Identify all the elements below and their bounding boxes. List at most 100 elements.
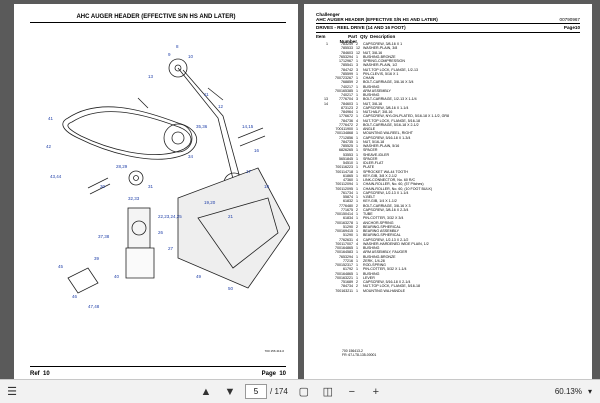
cell-qty: 1 [356,76,358,80]
cell-part: 761734 [341,190,353,195]
zoom-out-icon[interactable]: − [348,385,356,398]
svg-text:30: 30 [100,184,106,189]
cell-part: 54510 [343,161,353,165]
cell-part: 785599 [341,71,353,76]
cell-part: 51290 [343,233,353,238]
cell-part: 7776704 [339,97,353,102]
document-number: 00790967 [559,17,580,23]
cell-qty: 1 [356,161,358,165]
cell-desc: PIN-COTTER, 3/32 X 3/4 [363,216,404,221]
cell-qty: 1 [356,88,358,93]
cell-desc: NUT-TOP LOCK, FLANGE, 1/2-13 [363,67,418,72]
cell-desc: SHEAVE-IDLER [363,152,390,157]
chevron-down-icon[interactable]: ▾ [587,387,592,396]
cell-desc: BUSHING-BRONZE [363,254,396,259]
page-number-input[interactable]: 5 [245,384,267,399]
cell-part: 784734 [341,284,353,289]
cell-desc: NUT-HALF, 3/8-16 [363,110,393,114]
cell-qty: 2 [356,203,358,208]
page-reference: Page10 [563,25,580,31]
cell-qty: 1 [356,59,358,63]
column-headers: Item Part Number Qty Description [316,33,396,44]
cell-qty: 1 [356,246,358,250]
svg-text:18: 18 [264,184,270,189]
cell-part: 700164865 [335,271,353,276]
prev-page-icon[interactable]: ▼ [224,385,236,398]
cell-part: 55874 [343,195,353,199]
cell-desc: CAPSCREW, 5/16-18 X 2-1/4 [363,280,411,284]
cell-part: 784603 [341,50,353,55]
cell-part: 61834 [343,216,353,221]
cell-qty: 1 [356,233,358,238]
fit-page-icon[interactable]: ▢ [298,386,309,398]
cell-desc: ZERK, 1/4-28 [363,258,385,263]
zoom-control[interactable]: 60.13% ▾ [555,387,592,396]
cell-part: 783249 [341,42,353,46]
cell-part: 53553 [343,152,353,157]
svg-text:40: 40 [114,274,120,279]
cell-qty: 1 [356,220,358,225]
cell-qty: 1 [356,131,358,136]
cell-desc: SPACER [363,156,378,161]
cell-part: 771675 [341,207,353,212]
cell-qty: 2 [356,105,358,110]
left-page: AHC AUGER HEADER (EFFECTIVE S/N HS AND L… [14,4,298,403]
cell-part: 7776480 [339,203,353,208]
cell-desc: BUSHING [363,93,380,97]
cell-part: 784736 [341,118,353,123]
cell-desc: ROD-SPRING [363,263,386,267]
cell-qty: 4 [356,241,358,246]
cell-desc: CAPSCREW, 1/2-13 X 1-1/4 [363,190,409,195]
cell-part: 700165385 [335,88,353,93]
cell-qty: 1 [356,135,358,140]
sidebar-toggle-icon[interactable]: ☰ [7,386,17,398]
two-page-icon[interactable]: ◫ [322,386,333,398]
cell-part: 784735 [341,139,353,144]
zoom-percent: 60.13% [554,387,582,396]
zoom-in-icon[interactable]: + [372,385,380,398]
cell-part: 784742 [341,67,353,72]
svg-text:16: 16 [254,148,260,153]
cell-part: 700116223 [335,165,353,170]
cell-part: 1776672 [339,114,353,119]
cell-part: 700117007 [335,241,353,246]
cell-desc: ANGLE [363,127,376,131]
svg-text:12: 12 [218,104,224,109]
cell-desc: CAPSCREW, 5/16-18 X 1-3/4 [363,135,411,140]
cell-part: 61792 [343,267,353,272]
right-page: Challenger AHC AUGER HEADER (EFFECTIVE S… [304,4,592,403]
cell-part: 700134868 [335,131,353,136]
cell-part: 700112095 [335,186,353,191]
cell-part: 7762631 [339,237,353,242]
svg-text:43,44: 43,44 [50,174,62,179]
svg-text:8: 8 [176,44,179,49]
svg-text:47,48: 47,48 [88,304,100,309]
cell-qty: 1 [356,271,358,276]
svg-text:42: 42 [46,144,52,149]
cell-part: 785533 [341,46,353,51]
cell-part: 700163221 [335,275,353,280]
first-page-icon[interactable]: ▲ [200,385,212,398]
